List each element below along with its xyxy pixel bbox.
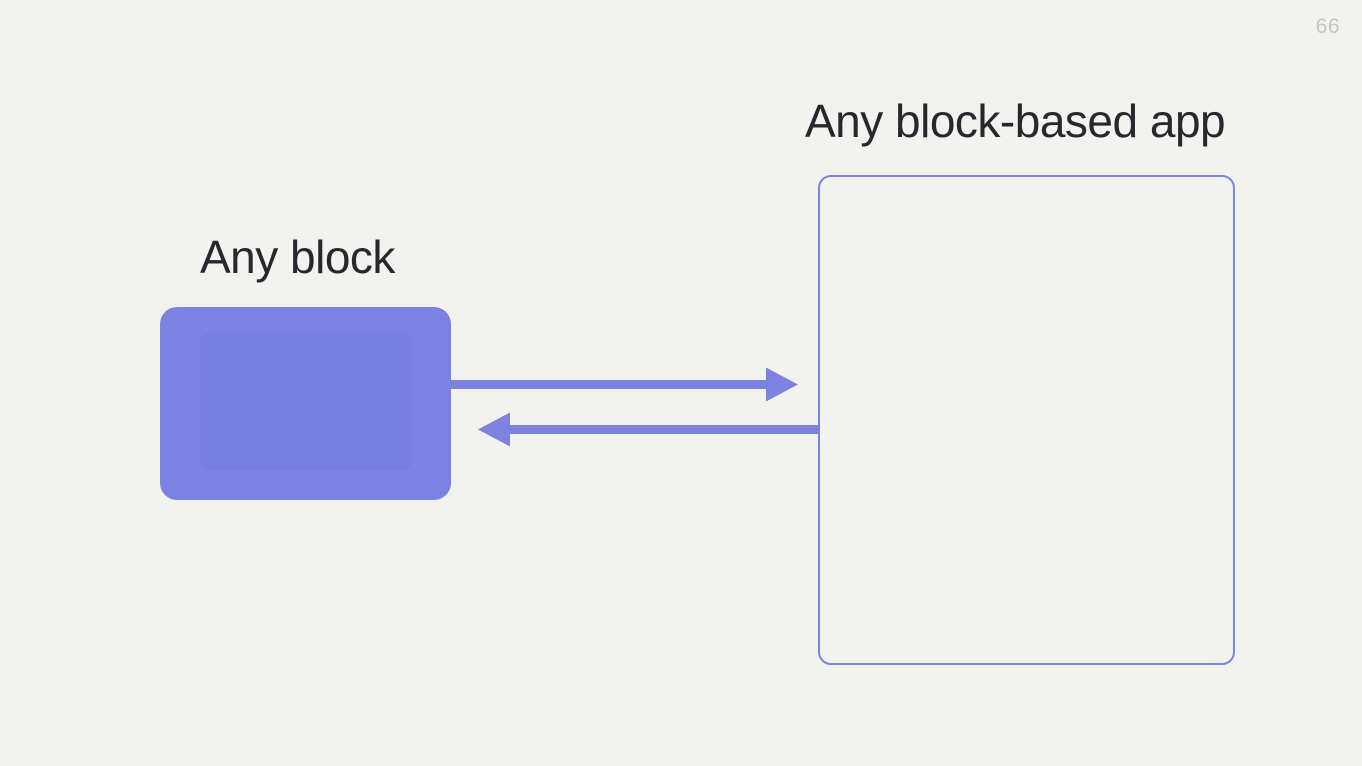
any-block-based-app-label: Any block-based app [805, 95, 1226, 147]
any-block-inner-shape [200, 333, 412, 470]
any-block-based-app-frame [818, 175, 1235, 665]
any-block-shape [160, 307, 451, 500]
page-number: 66 [1315, 15, 1340, 38]
any-block-label: Any block [200, 231, 395, 283]
arrow-right-block-to-app [451, 367, 798, 402]
arrow-left-app-to-block [478, 412, 819, 447]
